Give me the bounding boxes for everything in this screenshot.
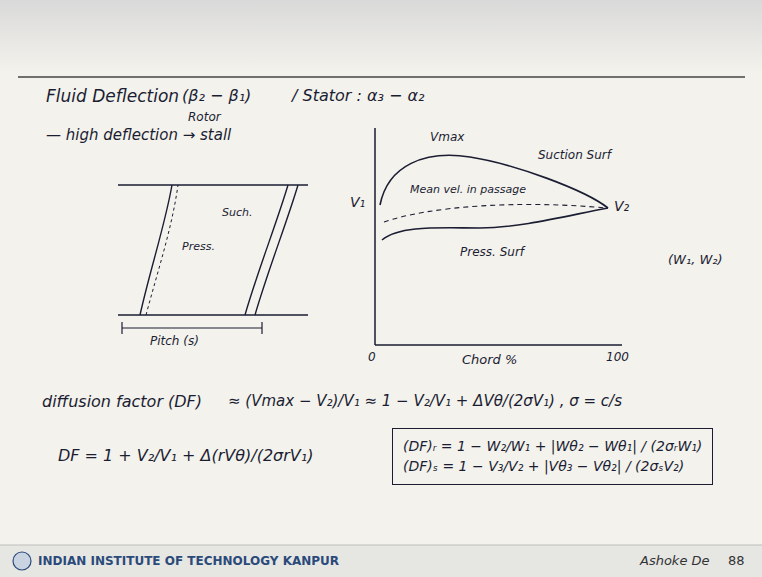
boxed-equations: (DF)ᵣ = 1 − W₂/W₁ + |Wθ₂ − Wθ₁| / (2σᵣW₁… — [392, 428, 713, 485]
header-rule — [18, 76, 745, 78]
institute-logo — [13, 552, 31, 570]
equation-text: ≈ (Vmax − V₂)/V₁ ≈ 1 − V₂/V₁ + ΔVθ/(2σV₁… — [228, 392, 622, 410]
curve-label: Vmax — [430, 130, 464, 144]
blade-profile — [245, 185, 288, 315]
axis-label: V₂ — [614, 198, 629, 215]
dimension-label: Pitch (s) — [150, 334, 199, 348]
footer-author: Ashoke De — [640, 553, 710, 569]
note-text: — high deflection → stall — [46, 126, 231, 144]
axis-label: V₁ — [350, 194, 365, 211]
cascade-wall — [118, 184, 308, 185]
curve-label: Mean vel. in passage — [410, 183, 526, 196]
equation-term: diffusion factor (DF) — [42, 392, 202, 411]
axis-label: Chord % — [462, 352, 517, 368]
note-text: (W₁, W₂) — [668, 252, 723, 268]
footer-rule — [0, 545, 762, 546]
equation-text: (DF)ᵣ = 1 − W₂/W₁ + |Wθ₂ − Wθ₁| / (2σᵣW₁… — [403, 438, 702, 455]
curve-label: Press. Surf — [460, 245, 524, 259]
pitch-dimension — [122, 327, 262, 328]
x-axis — [375, 344, 622, 346]
y-axis — [374, 128, 376, 345]
page-number: 88 — [728, 553, 745, 569]
blade-profile — [146, 185, 178, 315]
footer-institute: INDIAN INSTITUTE OF TECHNOLOGY KANPUR — [38, 554, 339, 568]
pressure-curve — [382, 208, 608, 240]
slide-heading: Fluid Deflection — [46, 86, 179, 106]
equation-text: (DF)ₛ = 1 − V₃/V₂ + |Vθ₃ − Vθ₂| / (2σₛV₂… — [403, 458, 702, 475]
curve-label: Suction Surf — [538, 148, 611, 162]
blade-profile — [140, 185, 172, 315]
mean-velocity-curve — [384, 204, 606, 222]
suction-curve — [380, 155, 608, 208]
angle-expression: / Stator : α₃ − α₂ — [292, 86, 424, 105]
blade-profile — [255, 185, 298, 315]
header-glare — [0, 0, 762, 72]
pitch-dimension — [121, 322, 122, 334]
footer-band — [0, 545, 762, 577]
pitch-dimension — [261, 322, 262, 334]
axis-tick: 0 — [368, 350, 376, 364]
subscript-note: Rotor — [188, 110, 221, 124]
angle-expression: (β₂ − β₁) — [182, 86, 251, 105]
surface-label: Such. — [222, 206, 252, 219]
axis-tick: 100 — [606, 350, 629, 364]
equation-text: DF = 1 + V₂/V₁ + Δ(rVθ)/(2σrV₁) — [58, 446, 313, 465]
surface-label: Press. — [182, 240, 215, 253]
